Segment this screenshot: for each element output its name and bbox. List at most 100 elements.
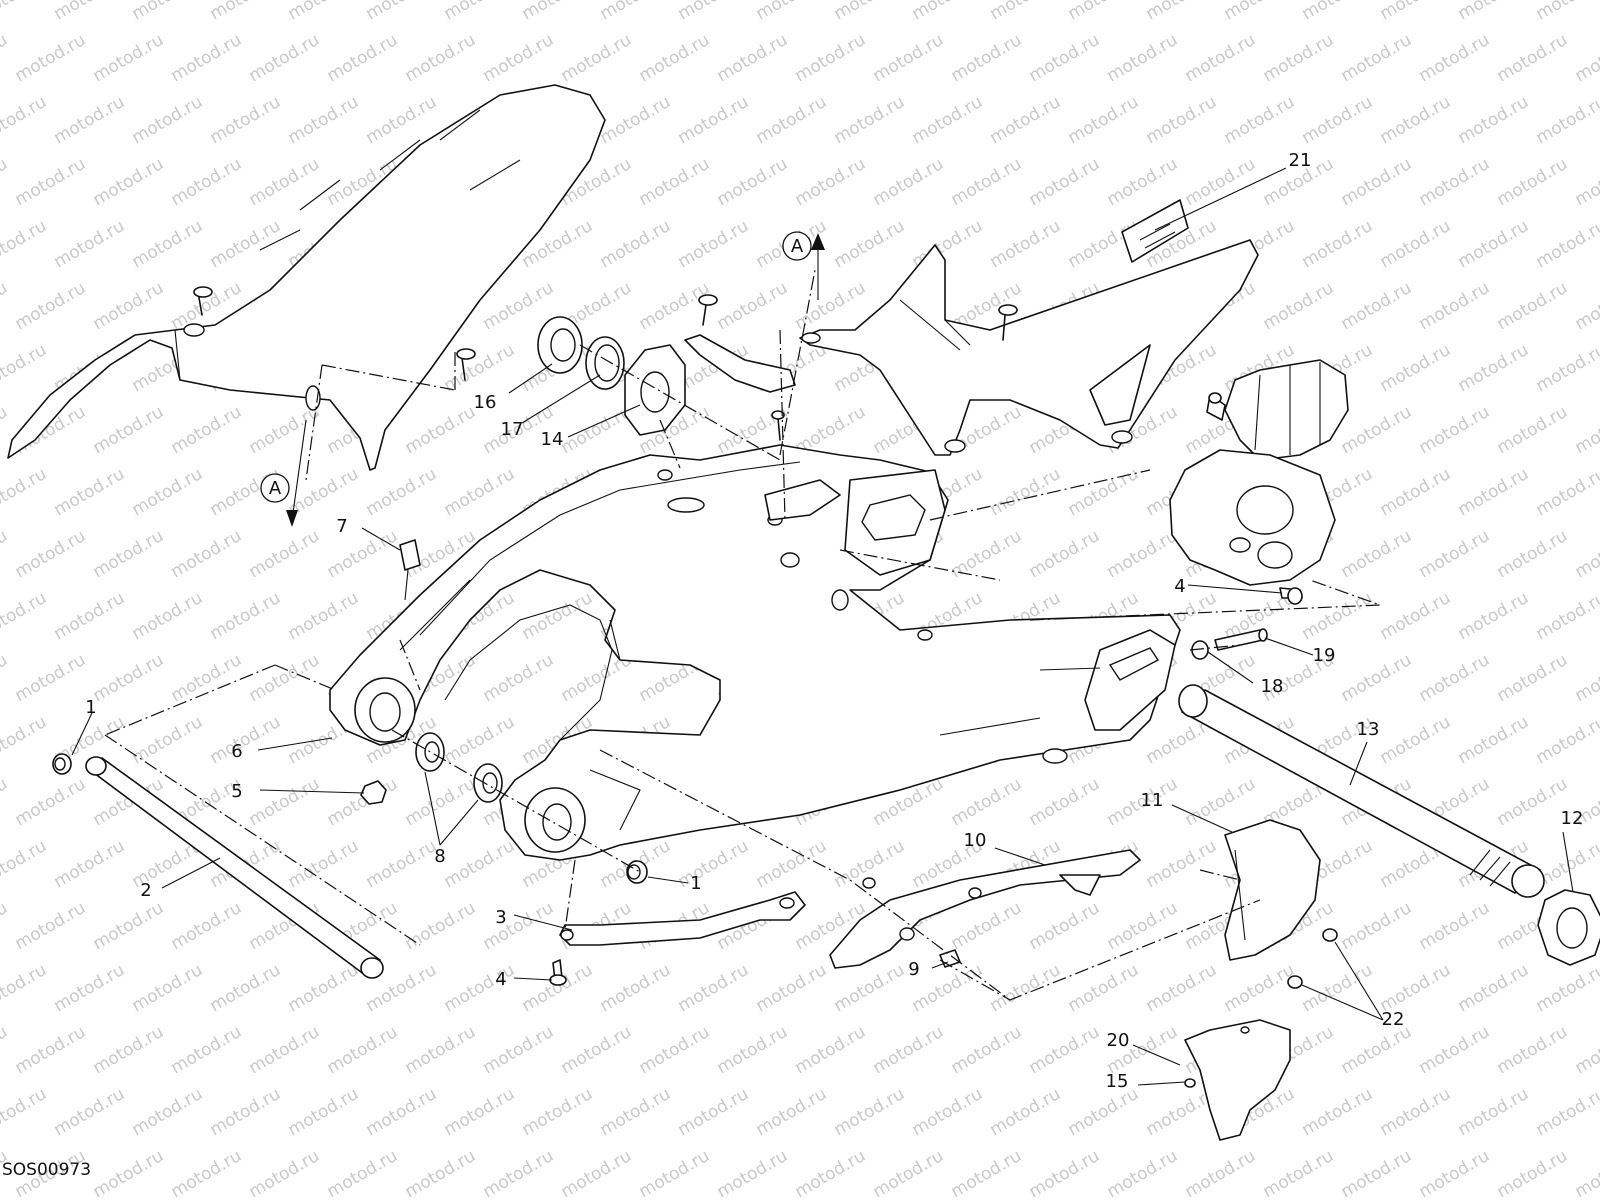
watermark-text: motod.ru [1494,278,1572,334]
callout-2: 2 [140,880,151,901]
watermark-text: motod.ru [792,30,870,86]
watermark-text: motod.ru [1377,960,1455,1016]
watermark-text: motod.ru [0,712,50,768]
bolt-22b [1287,975,1303,989]
watermark-text: motod.ru [168,650,246,706]
watermark-text: motod.ru [987,1084,1065,1140]
watermark-text: motod.ru [1572,1022,1600,1078]
watermark-text: motod.ru [90,154,168,210]
bolt-4-right [1279,587,1303,605]
chain-guard-bracket [684,294,796,393]
watermark-text: motod.ru [441,340,519,396]
watermark-text: motod.ru [1065,464,1143,520]
watermark-text: motod.ru [519,588,597,644]
watermark-text: motod.ru [1494,650,1572,706]
watermark-text: motod.ru [1416,526,1494,582]
watermark-text: motod.ru [909,1084,987,1140]
bolt-22a [1322,928,1338,942]
watermark-text: motod.ru [285,960,363,1016]
watermark-text: motod.ru [1026,1146,1104,1200]
watermark-text: motod.ru [1065,0,1143,24]
watermark-text: motod.ru [675,216,753,272]
watermark-text: motod.ru [909,960,987,1016]
watermark-text: motod.ru [0,154,11,210]
watermark-text: motod.ru [753,92,831,148]
watermark-text: motod.ru [753,1084,831,1140]
watermark-text: motod.ru [1065,1084,1143,1140]
watermark-text: motod.ru [90,898,168,954]
watermark-text: motod.ru [0,960,50,1016]
watermark-text: motod.ru [51,836,129,892]
watermark-text: motod.ru [51,0,129,24]
watermark-text: motod.ru [480,1022,558,1078]
watermark-text: motod.ru [51,960,129,1016]
watermark-text: motod.ru [12,650,90,706]
watermark-text: motod.ru [558,1022,636,1078]
watermark-text: motod.ru [12,278,90,334]
watermark-text: motod.ru [1182,774,1260,830]
watermark-text: motod.ru [831,0,909,24]
watermark-text: motod.ru [90,402,168,458]
bush-1-left [52,753,72,775]
watermark-text: motod.ru [480,650,558,706]
watermark-text: motod.ru [1065,92,1143,148]
watermark-text: motod.ru [1416,154,1494,210]
watermark-text: motod.ru [1221,92,1299,148]
watermark-text: motod.ru [90,526,168,582]
watermark-text: motod.ru [207,712,285,768]
watermark-text: motod.ru [12,774,90,830]
watermark-text: motod.ru [441,464,519,520]
watermark-text: motod.ru [285,588,363,644]
watermark-text: motod.ru [51,464,129,520]
watermark-text: motod.ru [1572,402,1600,458]
watermark-text: motod.ru [1416,1022,1494,1078]
svg-text:A: A [269,478,282,499]
watermark-text: motod.ru [1026,774,1104,830]
callout-9: 9 [908,959,919,980]
watermark-text: motod.ru [441,836,519,892]
nut-16 [537,316,583,374]
watermark-text: motod.ru [1533,92,1600,148]
watermark-text: motod.ru [870,1022,948,1078]
watermark-text: motod.ru [246,774,324,830]
heel-guard-bracket-10 [829,849,1141,969]
watermark-text: motod.ru [1260,30,1338,86]
callout-4a: 4 [495,969,506,990]
watermark-text: motod.ru [1299,92,1377,148]
watermark-text: motod.ru [1338,30,1416,86]
watermark-text: motod.ru [168,402,246,458]
brake-caliper [1206,359,1349,461]
watermark-text: motod.ru [1182,154,1260,210]
watermark-text: motod.ru [1377,464,1455,520]
nut-5 [360,780,387,805]
callout-13: 13 [1357,719,1380,740]
watermark-text: motod.ru [597,0,675,24]
watermark-text: motod.ru [480,1146,558,1200]
watermark-text: motod.ru [363,1084,441,1140]
watermark-text: motod.ru [948,1146,1026,1200]
callout-8: 8 [434,846,445,867]
watermark-text: motod.ru [987,216,1065,272]
watermark-text: motod.ru [1533,588,1600,644]
watermark-text: motod.ru [558,402,636,458]
svg-text:A: A [791,236,804,257]
watermark-text: motod.ru [1104,30,1182,86]
watermark-text: motod.ru [675,960,753,1016]
watermark-text: motod.ru [1260,1146,1338,1200]
watermark-text: motod.ru [1533,464,1600,520]
watermark-text: motod.ru [909,0,987,24]
watermark-text: motod.ru [948,526,1026,582]
callout-4b: 4 [1174,576,1185,597]
watermark-text: motod.ru [1377,340,1455,396]
watermark-text: motod.ru [1026,1022,1104,1078]
watermark-text: motod.ru [168,1146,246,1200]
watermark-text: motod.ru [1377,216,1455,272]
callout-12: 12 [1561,808,1584,829]
watermark-text: motod.ru [363,0,441,24]
watermark-text: motod.ru [285,92,363,148]
watermark-text: motod.ru [441,0,519,24]
watermark-text: motod.ru [90,1022,168,1078]
watermark-text: motod.ru [90,278,168,334]
watermark-text: motod.ru [1494,154,1572,210]
watermark-text: motod.ru [1494,526,1572,582]
